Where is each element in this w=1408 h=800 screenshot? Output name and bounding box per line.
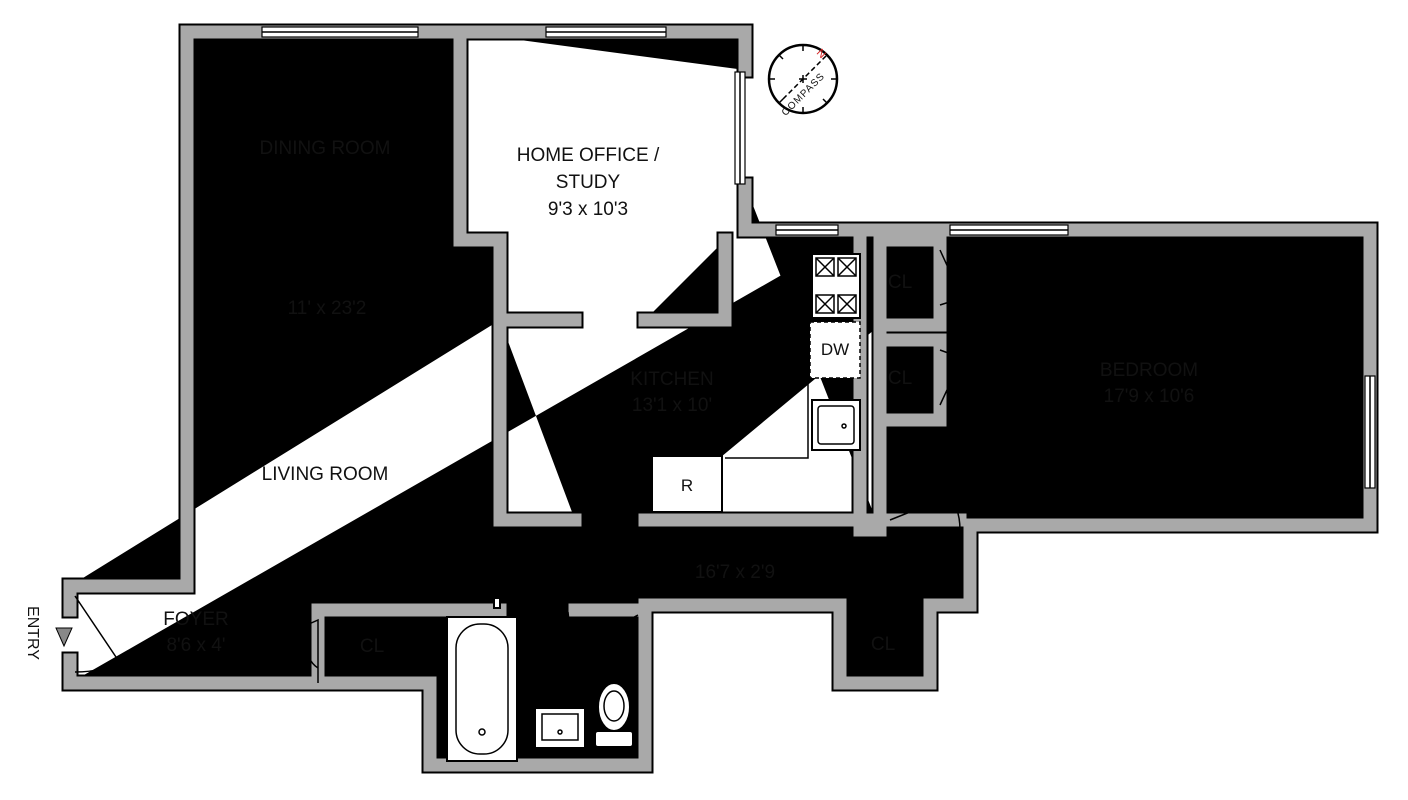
living-room-label: LIVING ROOM bbox=[261, 464, 389, 485]
dishwasher bbox=[809, 321, 861, 379]
refrigerator bbox=[651, 455, 723, 513]
stove bbox=[811, 253, 861, 319]
office-dims: 9'3 x 10'3 bbox=[547, 199, 629, 220]
office-label-2: STUDY bbox=[555, 172, 621, 193]
dining-room-label: DINING ROOM bbox=[259, 138, 391, 159]
entry-label: ENTRY bbox=[24, 606, 41, 660]
closet-label: CL bbox=[359, 636, 385, 657]
kitchen-label: KITCHEN bbox=[630, 369, 714, 390]
bedroom-dims: 17'9 x 10'6 bbox=[1103, 386, 1195, 407]
kitchen-fixtures bbox=[651, 240, 861, 513]
kitchen-dims: 13'1 x 10' bbox=[631, 395, 713, 416]
refrigerator-label: R bbox=[680, 476, 694, 495]
closet-label: CL bbox=[887, 368, 913, 389]
hall-dims: 16'7 x 2'9 bbox=[694, 562, 776, 583]
closet-label: CL bbox=[870, 634, 896, 655]
foyer-label: FOYER bbox=[163, 609, 229, 630]
bathtub bbox=[446, 616, 518, 762]
toilet bbox=[597, 682, 631, 732]
dishwasher-label: DW bbox=[820, 340, 850, 359]
compass-icon bbox=[767, 43, 839, 115]
windows bbox=[261, 26, 1376, 489]
bath-fixtures bbox=[446, 597, 634, 762]
entry-arrow-icon bbox=[55, 627, 73, 648]
foyer-dims: 8'6 x 4' bbox=[166, 635, 226, 656]
bedroom-label: BEDROOM bbox=[1099, 360, 1199, 381]
doors bbox=[74, 249, 964, 683]
office-label: HOME OFFICE / bbox=[516, 145, 660, 166]
kitchen-sink bbox=[811, 399, 861, 451]
walls bbox=[70, 32, 1370, 765]
closet-label: CL bbox=[887, 272, 913, 293]
living-room-dims: 11' x 23'2 bbox=[287, 298, 367, 319]
